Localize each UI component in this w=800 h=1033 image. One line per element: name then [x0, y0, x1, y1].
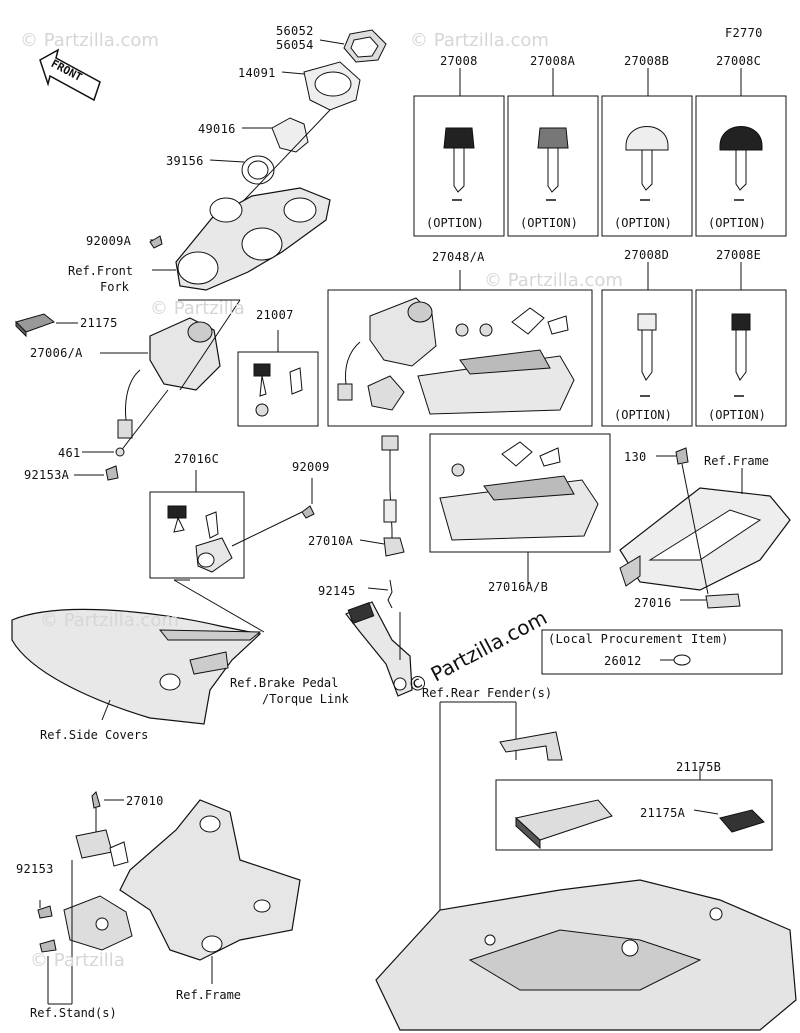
ecu-key-set-27016AB-box	[429, 433, 611, 553]
keys-21007-box	[237, 351, 319, 427]
side-stand-switch-27010-part	[75, 791, 129, 867]
part-27010-label[interactable]: 27010	[126, 794, 164, 808]
part-27016AB-label[interactable]: 27016A/B	[488, 580, 549, 594]
part-21007-label[interactable]: 21007	[256, 308, 294, 322]
part-56054-label[interactable]: 56054	[276, 38, 314, 52]
part-461-label[interactable]: 461	[58, 446, 81, 460]
watermark-lower-left: © Partzilla.com	[40, 610, 179, 631]
watermark-bottom-left: © Partzilla	[30, 950, 125, 971]
part-130-label[interactable]: 130	[624, 450, 647, 464]
part-27010A-label[interactable]: 27010A	[308, 534, 354, 548]
ecu-key-set-27048A-part	[337, 297, 575, 415]
part-21175B-label[interactable]: 21175B	[676, 760, 722, 774]
cover-14091-part	[303, 61, 361, 111]
option-note-27008E: (OPTION)	[708, 408, 766, 422]
local-procurement-box	[541, 629, 783, 675]
part-14091-label[interactable]: 14091	[238, 66, 276, 80]
key-fob-21175-part	[15, 313, 56, 338]
part-56052-label[interactable]: 56052	[276, 24, 314, 38]
key-fob-21175B-part	[514, 799, 765, 850]
upper-triple-clamp-part	[175, 187, 331, 291]
key-27008-box	[413, 68, 505, 237]
frame-lower-part	[119, 799, 301, 961]
figure-code-label: F2770	[725, 26, 763, 40]
ring-49016-part	[271, 117, 309, 153]
part-92145-label[interactable]: 92145	[318, 584, 356, 598]
ref-brake-pedal-label-line1: Ref.Brake Pedal	[230, 676, 339, 690]
part-27008-label[interactable]: 27008	[440, 54, 478, 68]
brake-switch-27010A-part	[381, 435, 405, 609]
key-27008C-box	[695, 68, 787, 237]
option-note-27008: (OPTION)	[426, 216, 484, 230]
option-note-27008C: (OPTION)	[708, 216, 766, 230]
key-27008D-box	[601, 262, 693, 427]
brake-pedal-part	[345, 601, 413, 697]
part-26012-label[interactable]: 26012	[604, 654, 642, 668]
ref-brake-pedal-label-line2: /Torque Link	[262, 692, 349, 706]
key-27008B-box	[601, 68, 693, 237]
part-92153A-label[interactable]: 92153A	[24, 468, 70, 482]
lock-set-27016C-box	[149, 491, 245, 579]
side-cover-part	[11, 608, 262, 725]
part-27008A-label[interactable]: 27008A	[530, 54, 576, 68]
part-27008E-label[interactable]: 27008E	[716, 248, 762, 262]
ring-39156-part	[241, 155, 275, 185]
part-92153-label[interactable]: 92153	[16, 862, 54, 876]
lock-set-27016C-part	[167, 505, 233, 573]
part-27008C-label[interactable]: 27008C	[716, 54, 762, 68]
part-21175-label[interactable]: 21175	[80, 316, 118, 330]
part-27008B-label[interactable]: 27008B	[624, 54, 670, 68]
ref-stand-label: Ref.Stand(s)	[30, 1006, 117, 1020]
watermark-mid: © Partzilla.com	[484, 270, 623, 291]
ref-front-fork-label-line2: Fork	[100, 280, 129, 294]
ref-front-fork-label-line1: Ref.Front	[68, 264, 134, 278]
ref-rear-fender-label: Ref.Rear Fender(s)	[422, 686, 553, 700]
part-21175A-label[interactable]: 21175A	[640, 806, 686, 820]
part-39156-label[interactable]: 39156	[166, 154, 204, 168]
watermark-top-mid: © Partzilla.com	[410, 30, 549, 51]
frame-bracket-part	[619, 447, 791, 609]
ref-frame-bottom-label: Ref.Frame	[176, 988, 242, 1002]
key-27008E-box	[695, 262, 787, 427]
local-procurement-label: (Local Procurement Item)	[548, 632, 729, 646]
option-note-27008D: (OPTION)	[614, 408, 672, 422]
front-direction-arrow	[39, 48, 101, 102]
option-note-27008A: (OPTION)	[520, 216, 578, 230]
seal-56052-part	[343, 29, 387, 63]
ignition-switch-27006-part	[117, 317, 221, 439]
rear-fender-part	[375, 731, 797, 1031]
part-27008D-label[interactable]: 27008D	[624, 248, 670, 262]
watermark-mid-left: © Partzilla	[150, 298, 245, 319]
part-92009-label[interactable]: 92009	[292, 460, 330, 474]
keys-21007-part	[253, 363, 303, 417]
part-27048A-label[interactable]: 27048/A	[432, 250, 485, 264]
part-27016-label[interactable]: 27016	[634, 596, 672, 610]
ecu-key-set-27016AB-part	[439, 441, 599, 541]
ref-frame-label: Ref.Frame	[704, 454, 770, 468]
key-27008A-box	[507, 68, 599, 237]
part-27006A-label[interactable]: 27006/A	[30, 346, 83, 360]
option-note-27008B: (OPTION)	[614, 216, 672, 230]
part-49016-label[interactable]: 49016	[198, 122, 236, 136]
part-92009A-label[interactable]: 92009A	[86, 234, 132, 248]
ref-side-covers-label: Ref.Side Covers	[40, 728, 149, 742]
stand-bracket-part	[37, 895, 133, 953]
part-27016C-label[interactable]: 27016C	[174, 452, 220, 466]
key-fob-21175B-box	[495, 779, 773, 851]
watermark-top-left: © Partzilla.com	[20, 30, 159, 51]
